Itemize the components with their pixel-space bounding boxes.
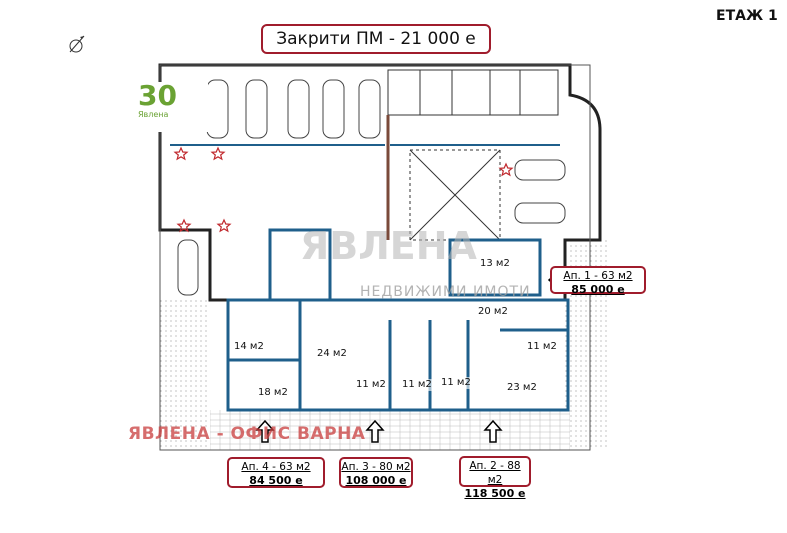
room-area: 11 м2 bbox=[402, 379, 432, 391]
room-area: 11 м2 bbox=[356, 379, 386, 391]
apartment-label: Ап. 3 - 80 м2 bbox=[341, 461, 411, 473]
room-area: 23 м2 bbox=[507, 382, 537, 394]
parking-cars bbox=[177, 79, 566, 296]
apartment-price: 118 500 е bbox=[464, 487, 526, 500]
apartment-label: Ап. 2 - 88 м2 bbox=[469, 460, 521, 486]
apartment-price: 85 000 е bbox=[571, 283, 625, 296]
apartment-price: 84 500 е bbox=[249, 474, 303, 487]
room-area: 18 м2 bbox=[258, 387, 288, 399]
logo-brand: Явлена bbox=[138, 110, 169, 119]
garden-left bbox=[160, 300, 210, 450]
room-area: 13 м2 bbox=[480, 258, 510, 270]
room-area: 14 м2 bbox=[234, 341, 264, 353]
apartment-label: Ап. 1 - 63 м2 bbox=[563, 270, 633, 282]
watermark-brand-sub: НЕДВИЖИМИ ИМОТИ bbox=[360, 284, 531, 300]
room-area: 24 м2 bbox=[317, 348, 347, 360]
room-area: 11 м2 bbox=[527, 341, 557, 353]
apartment-walls bbox=[226, 228, 570, 412]
page-title: Закрити ПМ - 21 000 е bbox=[261, 24, 491, 54]
apartment-price: 108 000 е bbox=[345, 474, 407, 487]
yavlena-logo: 30 Явлена bbox=[138, 82, 208, 132]
plot-boundary bbox=[159, 64, 591, 451]
star-icons bbox=[173, 146, 514, 233]
floor-label: ЕТАЖ 1 bbox=[716, 8, 778, 24]
room-area: 20 м2 bbox=[478, 306, 508, 318]
watermark-office: ЯВЛЕНА - ОФИС ВАРНА bbox=[128, 424, 366, 444]
watermark-brand: ЯВЛЕНА bbox=[300, 224, 477, 268]
storage-rooms bbox=[170, 69, 560, 241]
north-arrow-icon bbox=[69, 35, 85, 53]
room-area: 11 м2 bbox=[441, 377, 471, 389]
logo-number: 30 bbox=[138, 79, 177, 112]
apartment-label: Ап. 4 - 63 м2 bbox=[241, 461, 311, 473]
